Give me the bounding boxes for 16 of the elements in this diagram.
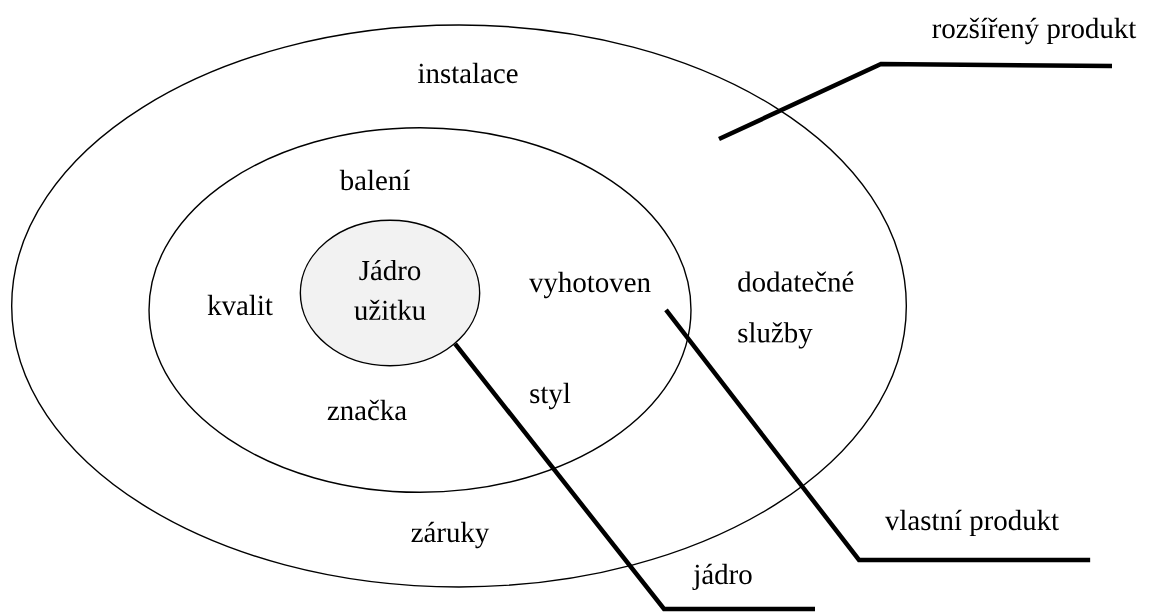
ring-label: styl — [530, 382, 571, 410]
ring-label: Jádro užitku — [354, 259, 426, 321]
leader-line — [664, 308, 1091, 563]
ring-label: vyhotoven — [529, 271, 651, 299]
ring-label: záruky — [411, 521, 490, 549]
layer-label: rozšířený produkt — [932, 17, 1137, 45]
ellipse-ring — [299, 219, 481, 367]
ring-label: balení — [339, 169, 410, 191]
ring-label: dodatečné služby — [738, 271, 854, 349]
leader-line — [718, 61, 1113, 142]
layer-label: vlastní produkt — [884, 509, 1059, 537]
leader-line — [453, 342, 818, 612]
ring-label: kvalit — [207, 294, 273, 316]
ring-label: instalace — [418, 62, 518, 84]
layer-label: jádro — [692, 563, 752, 591]
ring-label: značka — [327, 399, 407, 421]
